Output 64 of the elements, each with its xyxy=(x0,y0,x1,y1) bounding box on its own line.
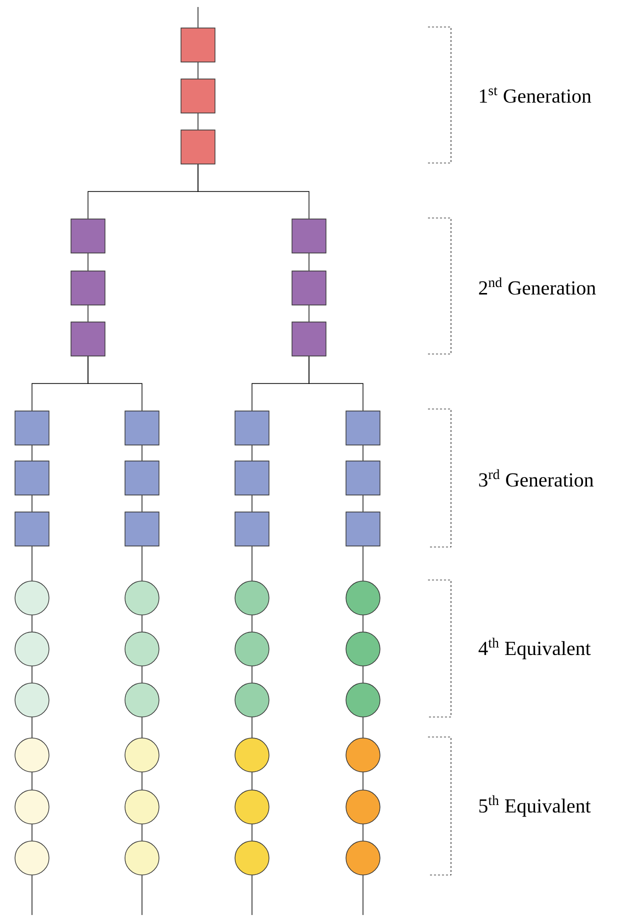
circle-node xyxy=(124,682,160,718)
generation-label: 3$^{rd}$ Generation xyxy=(479,469,594,487)
circle-node xyxy=(234,580,270,616)
square-node xyxy=(234,512,270,546)
square-node xyxy=(14,410,50,446)
generation-label: 4$^{th}$ Equivalent xyxy=(478,638,591,660)
square-node xyxy=(70,270,106,306)
circle-node xyxy=(14,840,50,876)
square-node xyxy=(180,28,216,62)
circle-node xyxy=(124,738,160,772)
connector-line xyxy=(362,546,364,581)
circle-node xyxy=(14,682,50,718)
circle-node xyxy=(124,632,160,666)
square-node xyxy=(70,322,106,356)
square-node xyxy=(346,512,380,546)
connector-line xyxy=(308,305,310,322)
generation-label: 5$^{th}$ Equivalent xyxy=(479,795,591,817)
connector-line xyxy=(362,666,364,683)
connector-line xyxy=(362,824,364,841)
square-node xyxy=(124,410,160,446)
square-node xyxy=(234,410,270,446)
connector-line xyxy=(362,772,364,790)
circle-node xyxy=(346,632,380,666)
circle-node xyxy=(234,738,270,772)
circle-node xyxy=(124,840,160,876)
connector-line xyxy=(198,164,310,219)
square-node xyxy=(292,270,326,306)
connector-line xyxy=(362,717,364,738)
circle-node xyxy=(124,790,160,824)
connector-line xyxy=(362,875,364,916)
connector-line xyxy=(362,495,364,512)
circle-node xyxy=(14,790,50,824)
square-node xyxy=(180,130,216,164)
circle-node xyxy=(346,790,380,824)
circle-node xyxy=(346,682,380,718)
square-node xyxy=(234,460,270,496)
circle-node xyxy=(346,580,380,616)
connector-line xyxy=(88,356,142,412)
square-node xyxy=(346,410,380,446)
square-node xyxy=(14,512,50,546)
circle-node xyxy=(14,580,50,616)
square-node xyxy=(70,218,106,254)
generation-label: 2$^{nd}$ Generation xyxy=(479,277,596,295)
square-node xyxy=(124,512,160,546)
generation-label: 1$^{st}$ Generation xyxy=(480,87,592,103)
circle-node xyxy=(234,632,270,666)
circle-node xyxy=(234,790,270,824)
square-node xyxy=(14,460,50,496)
connector-line xyxy=(308,356,364,412)
circle-node xyxy=(346,840,380,876)
circle-node xyxy=(14,738,50,772)
circle-node xyxy=(234,840,270,876)
connector-line xyxy=(362,445,364,461)
connector-line xyxy=(362,615,364,632)
square-node xyxy=(292,322,326,356)
connector-line xyxy=(308,253,310,272)
square-node xyxy=(124,460,160,496)
square-node xyxy=(292,218,326,254)
circle-node xyxy=(14,632,50,666)
square-node xyxy=(346,460,380,496)
circle-node xyxy=(124,580,160,616)
circle-node xyxy=(234,682,270,718)
circle-node xyxy=(346,738,380,772)
square-node xyxy=(180,78,216,114)
